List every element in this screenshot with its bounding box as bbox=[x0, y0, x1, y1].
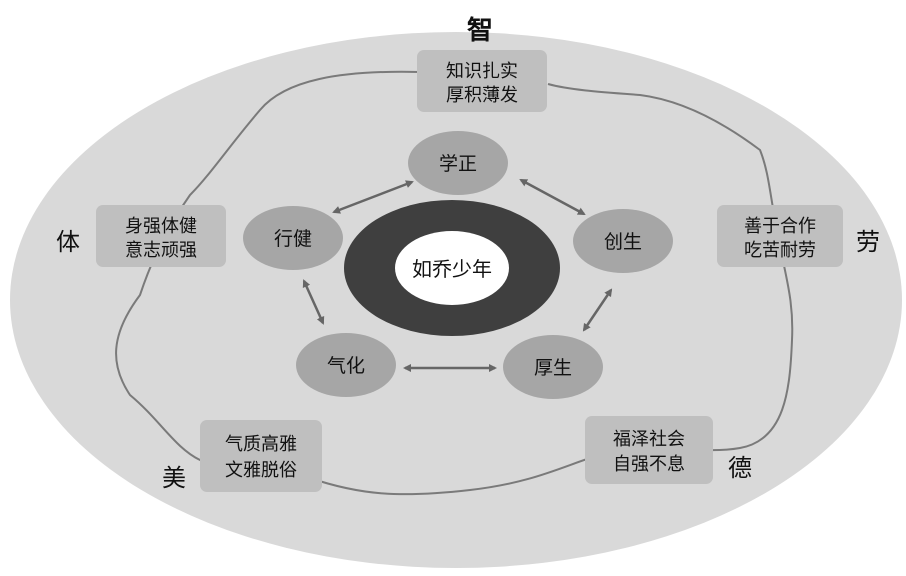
outer-box-ti: 身强体健 意志顽强 bbox=[96, 205, 226, 267]
inner-node-xuezheng-shape bbox=[408, 131, 508, 195]
outer-box-lao-shape bbox=[717, 205, 843, 267]
outer-box-zhi-shape bbox=[417, 50, 547, 112]
outer-box-lao-line1: 善于合作 bbox=[744, 216, 816, 237]
inner-node-housheng: 厚生 bbox=[503, 335, 603, 399]
inner-node-xingjian-label: 行健 bbox=[274, 228, 312, 250]
inner-node-qihua: 气化 bbox=[296, 333, 396, 397]
outer-box-mei-line1: 气质高雅 bbox=[225, 434, 297, 455]
outer-box-de-line2: 自强不息 bbox=[613, 454, 685, 475]
inner-node-chuangsheng-shape bbox=[573, 209, 673, 273]
outer-box-ti-line2: 意志顽强 bbox=[125, 240, 197, 261]
arrow-xuezheng-chuangsheng bbox=[519, 178, 586, 216]
inner-node-qihua-label: 气化 bbox=[327, 355, 365, 377]
inner-node-housheng-label: 厚生 bbox=[534, 357, 572, 379]
inner-node-housheng-shape bbox=[503, 335, 603, 399]
outer-label-lao: 劳 bbox=[856, 228, 880, 256]
outer-box-ti-line1: 身强体健 bbox=[125, 216, 197, 237]
inner-node-chuangsheng-label: 创生 bbox=[604, 231, 642, 253]
arrow-qihua-xingjian bbox=[302, 279, 325, 325]
center-hole bbox=[395, 231, 509, 305]
arrow-xingjian-xuezheng bbox=[332, 180, 414, 214]
inner-node-xuezheng-label: 学正 bbox=[439, 153, 477, 175]
outer-box-mei-line2: 文雅脱俗 bbox=[225, 460, 297, 481]
outer-box-ti-shape bbox=[96, 205, 226, 267]
outer-box-de: 福泽社会 自强不息 bbox=[585, 416, 713, 484]
inner-node-xingjian-shape bbox=[243, 206, 343, 270]
inner-node-qihua-shape bbox=[296, 333, 396, 397]
outer-label-zhi: 智 bbox=[467, 16, 493, 46]
outer-box-lao-line2: 吃苦耐劳 bbox=[744, 240, 816, 261]
outer-box-de-shape bbox=[585, 416, 713, 484]
outer-box-mei: 气质高雅 文雅脱俗 bbox=[200, 420, 322, 492]
outer-box-de-line1: 福泽社会 bbox=[613, 429, 685, 450]
arrow-chuangsheng-housheng bbox=[582, 288, 613, 332]
outer-label-de: 德 bbox=[728, 454, 752, 482]
outer-box-lao: 善于合作 吃苦耐劳 bbox=[717, 205, 843, 267]
outer-label-mei: 美 bbox=[162, 464, 186, 492]
outer-label-ti: 体 bbox=[56, 228, 80, 256]
outer-box-zhi-line2: 厚积薄发 bbox=[446, 85, 518, 106]
outer-box-mei-shape bbox=[200, 420, 322, 492]
outer-box-zhi-line1: 知识扎实 bbox=[446, 61, 518, 82]
inner-node-xuezheng: 学正 bbox=[408, 131, 508, 195]
inner-node-chuangsheng: 创生 bbox=[573, 209, 673, 273]
outer-box-zhi: 知识扎实 厚积薄发 bbox=[417, 50, 547, 112]
inner-node-xingjian: 行健 bbox=[243, 206, 343, 270]
center-label: 如乔少年 bbox=[412, 257, 492, 281]
